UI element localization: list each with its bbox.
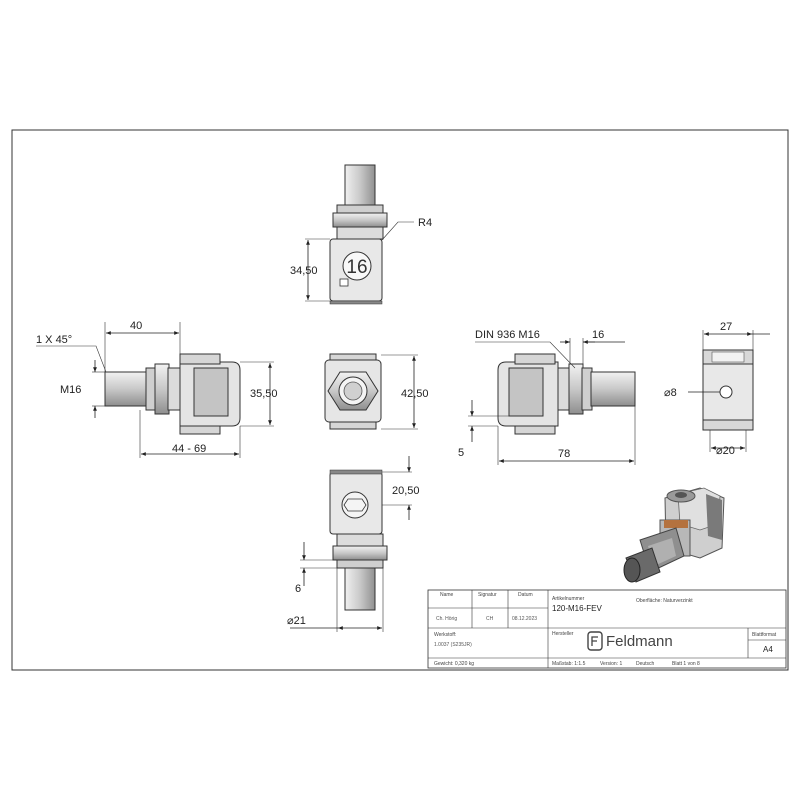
isometric-view: [623, 487, 725, 583]
tb-datum-value: 08.12.2023: [512, 616, 537, 622]
tb-artikel-value: 120-M16-FEV: [552, 604, 602, 613]
dim-hole-position: 20,50: [392, 485, 420, 497]
tb-name-header: Name: [440, 592, 454, 598]
dim-chamfer: 1 X 45°: [36, 334, 72, 346]
right-view: DIN 936 M16 16 5 78: [458, 329, 636, 465]
tb-massstab: Maßstab: 1:1.5: [552, 661, 586, 667]
tb-werkstoff-value: 1.0037 (S235JR): [434, 642, 472, 648]
tb-blattformat-header: Blattformat: [752, 632, 777, 638]
dim-radius: R4: [418, 217, 432, 229]
bottom-view: 20,50 6 ⌀21: [287, 456, 420, 632]
tb-datum-header: Datum: [518, 592, 533, 598]
dim-height-top: 34,50: [290, 265, 318, 277]
nut-marking-label: 16: [346, 257, 367, 278]
left-view: 40 1 X 45° M16 35,50 44 - 69: [36, 320, 278, 458]
tb-signatur-header: Signatur: [478, 592, 497, 598]
dim-hole-diameter: ⌀8: [664, 387, 677, 399]
side-view: 27 ⌀8 ⌀20: [664, 321, 770, 457]
tb-name-value: Ch. Hörig: [436, 616, 457, 622]
dim-height-4250: 42,50: [401, 388, 429, 400]
feldmann-logo-icon: [587, 631, 603, 651]
tb-werkstoff-header: Werkstoff:: [434, 632, 456, 638]
dim-thread-m16: M16: [60, 384, 81, 396]
tb-oberflaeche: Oberfläche: Naturverzinkt: [636, 598, 693, 604]
dim-nut-diameter: ⌀21: [287, 615, 306, 627]
dim-thread-6: 6: [295, 583, 301, 595]
dim-offset-5: 5: [458, 447, 464, 459]
tb-gewicht: Gewicht: 0,320 kg: [434, 661, 474, 667]
dim-length-40: 40: [130, 320, 142, 332]
dim-total-length: 78: [558, 448, 570, 460]
dim-nut-width: 16: [592, 329, 604, 341]
tb-brand-name: Feldmann: [606, 633, 673, 650]
tb-sprache: Deutsch: [636, 661, 655, 667]
tb-artikel-header: Artikelnummer: [552, 596, 585, 602]
dim-width-27: 27: [720, 321, 732, 333]
dim-adjust-range: 44 - 69: [172, 443, 206, 455]
tb-hersteller-header: Hersteller: [552, 631, 574, 637]
drawing-frame: [11, 129, 789, 671]
label-din-nut: DIN 936 M16: [475, 329, 540, 341]
tb-blattformat-value: A4: [763, 645, 773, 654]
dim-height-3550: 35,50: [250, 388, 278, 400]
tb-blatt: Blatt 1 von 8: [672, 661, 700, 667]
front-view: 42,50: [324, 353, 429, 430]
top-view: 16 34,50 R4: [290, 164, 432, 305]
tb-signatur-value: CH: [486, 616, 494, 622]
dim-pin-diameter: ⌀20: [716, 445, 735, 457]
title-block: Name Signatur Datum Ch. Hörig CH 08.12.2…: [427, 589, 787, 669]
tb-version: Version: 1: [600, 661, 622, 667]
